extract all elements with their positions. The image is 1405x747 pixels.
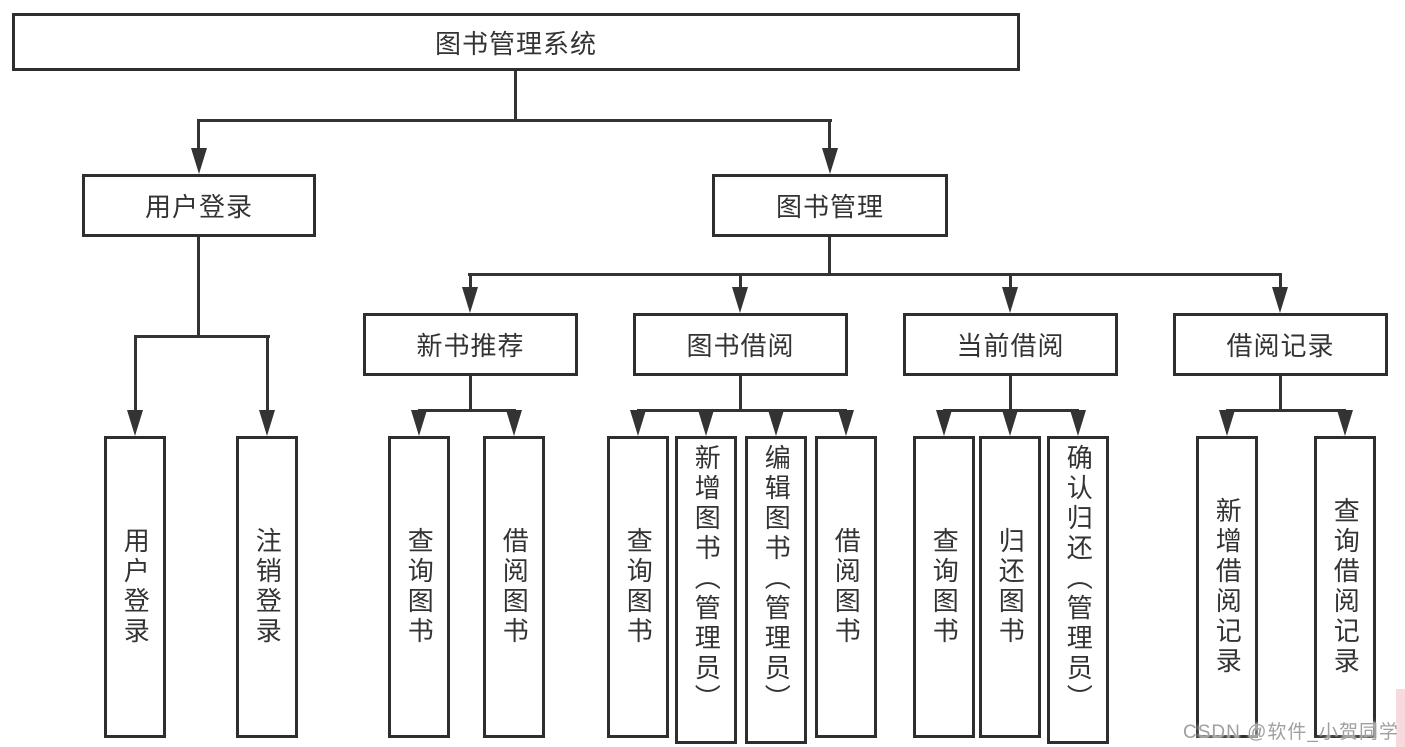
leaf-return-book: 归还图书 bbox=[979, 436, 1041, 738]
leaf-query-book-current: 查询图书 bbox=[913, 436, 975, 738]
arrow-down-icon bbox=[1272, 287, 1288, 313]
arrow-down-icon bbox=[259, 410, 275, 436]
node-user-login: 用户登录 bbox=[82, 174, 316, 237]
leaf-query-book-recommend-label: 查询图书 bbox=[404, 527, 435, 647]
arrow-down-icon bbox=[1002, 410, 1018, 436]
arrow-down-icon bbox=[411, 410, 427, 436]
node-book-borrow: 图书借阅 bbox=[633, 313, 848, 376]
node-new-book-recommend: 新书推荐 bbox=[363, 313, 578, 376]
node-current-borrow: 当前借阅 bbox=[903, 313, 1118, 376]
node-borrow-record-label: 借阅记录 bbox=[1226, 331, 1335, 361]
arrow-down-icon bbox=[698, 410, 714, 436]
csdn-watermark: CSDN @软件_小贺同学 bbox=[1183, 722, 1399, 743]
leaf-add-borrow-record: 新增借阅记录 bbox=[1196, 436, 1258, 738]
arrow-down-icon bbox=[822, 148, 838, 174]
leaf-query-borrow-record-label: 查询借阅记录 bbox=[1330, 497, 1361, 677]
leaf-query-borrow-record: 查询借阅记录 bbox=[1314, 436, 1376, 738]
node-book-management-label: 图书管理 bbox=[775, 192, 884, 222]
leaf-query-book-borrow: 查询图书 bbox=[607, 436, 669, 738]
arrow-down-icon bbox=[1070, 410, 1086, 436]
leaf-edit-book-admin-label: 编辑图书（管理员） bbox=[761, 444, 792, 714]
connector-recommend-stem bbox=[469, 376, 472, 412]
connector-record-bar bbox=[1226, 409, 1346, 412]
leaf-add-book-admin-label: 新增图书（管理员） bbox=[691, 444, 722, 714]
connector-stub bbox=[197, 119, 200, 151]
leaf-borrow-book: 借阅图书 bbox=[815, 436, 877, 738]
node-book-borrow-label: 图书借阅 bbox=[686, 331, 795, 361]
arrow-down-icon bbox=[506, 410, 522, 436]
connector-stub bbox=[739, 273, 742, 290]
connector-current-stem bbox=[1009, 376, 1012, 412]
leaf-logout-label: 注销登录 bbox=[252, 527, 283, 647]
connector-user-login-stem bbox=[197, 237, 200, 338]
leaf-return-book-label: 归还图书 bbox=[995, 527, 1026, 647]
connector-borrow-bar bbox=[637, 409, 847, 412]
connector-stub bbox=[134, 335, 137, 413]
connector-book-mgmt-bar bbox=[468, 273, 1282, 276]
arrow-down-icon bbox=[1219, 410, 1235, 436]
node-root: 图书管理系统 bbox=[12, 13, 1020, 71]
arrow-down-icon bbox=[838, 410, 854, 436]
node-user-login-label: 用户登录 bbox=[144, 192, 253, 222]
connector-root-bar bbox=[197, 119, 832, 122]
connector-stub bbox=[469, 273, 472, 290]
connector-stub bbox=[266, 335, 269, 413]
connector-recommend-bar bbox=[418, 409, 516, 412]
leaf-logout: 注销登录 bbox=[236, 436, 298, 738]
leaf-user-login: 用户登录 bbox=[104, 436, 166, 738]
leaf-borrow-book-label: 借阅图书 bbox=[831, 527, 862, 647]
connector-book-mgmt-stem bbox=[828, 237, 831, 276]
arrow-down-icon bbox=[768, 410, 784, 436]
connector-record-stem bbox=[1279, 376, 1282, 412]
arrow-down-icon bbox=[462, 287, 478, 313]
node-current-borrow-label: 当前借阅 bbox=[956, 331, 1065, 361]
leaf-edit-book-admin: 编辑图书（管理员） bbox=[745, 436, 807, 744]
leaf-confirm-return-admin-label: 确认归还（管理员） bbox=[1063, 444, 1094, 714]
node-root-label: 图书管理系统 bbox=[434, 28, 597, 59]
arrow-down-icon bbox=[936, 410, 952, 436]
node-new-book-recommend-label: 新书推荐 bbox=[416, 331, 525, 361]
leaf-borrow-book-recommend: 借阅图书 bbox=[483, 436, 545, 738]
leaf-query-book-recommend: 查询图书 bbox=[388, 436, 450, 738]
connector-root-stem bbox=[514, 71, 517, 121]
leaf-add-borrow-record-label: 新增借阅记录 bbox=[1212, 497, 1243, 677]
connector-stub bbox=[1009, 273, 1012, 290]
arrow-down-icon bbox=[191, 148, 207, 174]
leaf-add-book-admin: 新增图书（管理员） bbox=[675, 436, 737, 744]
leaf-query-book-borrow-label: 查询图书 bbox=[623, 527, 654, 647]
arrow-down-icon bbox=[1002, 287, 1018, 313]
connector-borrow-stem bbox=[739, 376, 742, 412]
pink-edge-artifact bbox=[1396, 689, 1405, 747]
node-borrow-record: 借阅记录 bbox=[1173, 313, 1388, 376]
connector-stub bbox=[828, 119, 831, 151]
arrow-down-icon bbox=[1337, 410, 1353, 436]
leaf-borrow-book-recommend-label: 借阅图书 bbox=[499, 527, 530, 647]
arrow-down-icon bbox=[732, 287, 748, 313]
arrow-down-icon bbox=[127, 410, 143, 436]
arrow-down-icon bbox=[630, 410, 646, 436]
leaf-user-login-label: 用户登录 bbox=[120, 527, 151, 647]
node-book-management: 图书管理 bbox=[712, 174, 948, 237]
leaf-query-book-current-label: 查询图书 bbox=[929, 527, 960, 647]
connector-user-login-bar bbox=[134, 335, 270, 338]
leaf-confirm-return-admin: 确认归还（管理员） bbox=[1047, 436, 1109, 744]
connector-stub bbox=[1279, 273, 1282, 290]
